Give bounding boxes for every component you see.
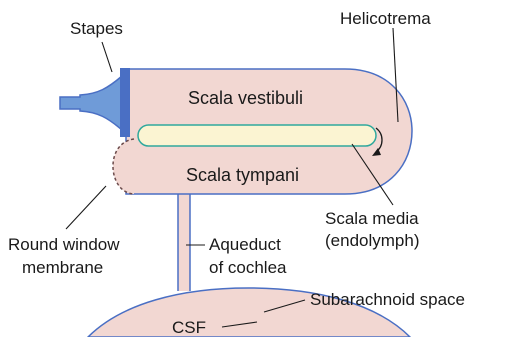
- label-aqueduct-line2: of cochlea: [209, 258, 287, 277]
- stapes: [60, 76, 122, 130]
- label-helicotrema: Helicotrema: [340, 9, 431, 28]
- label-aqueduct-line1: Aqueduct: [209, 235, 281, 254]
- label-round-window-line2: membrane: [22, 258, 103, 277]
- label-stapes: Stapes: [70, 19, 123, 38]
- label-scala-tympani: Scala tympani: [186, 165, 299, 185]
- label-scala-vestibuli: Scala vestibuli: [188, 88, 303, 108]
- scala-media: [138, 125, 376, 146]
- label-round-window-line1: Round window: [8, 235, 120, 254]
- label-csf: CSF: [172, 318, 206, 337]
- round-window-fill: [113, 139, 134, 194]
- stapes-footplate: [120, 68, 130, 137]
- aqueduct-tube: [178, 194, 190, 291]
- label-subarachnoid: Subarachnoid space: [310, 290, 465, 309]
- leader-round-window: [66, 186, 106, 229]
- label-scala-media: Scala media: [325, 209, 419, 228]
- label-endolymph: (endolymph): [325, 231, 420, 250]
- leader-stapes: [102, 42, 112, 72]
